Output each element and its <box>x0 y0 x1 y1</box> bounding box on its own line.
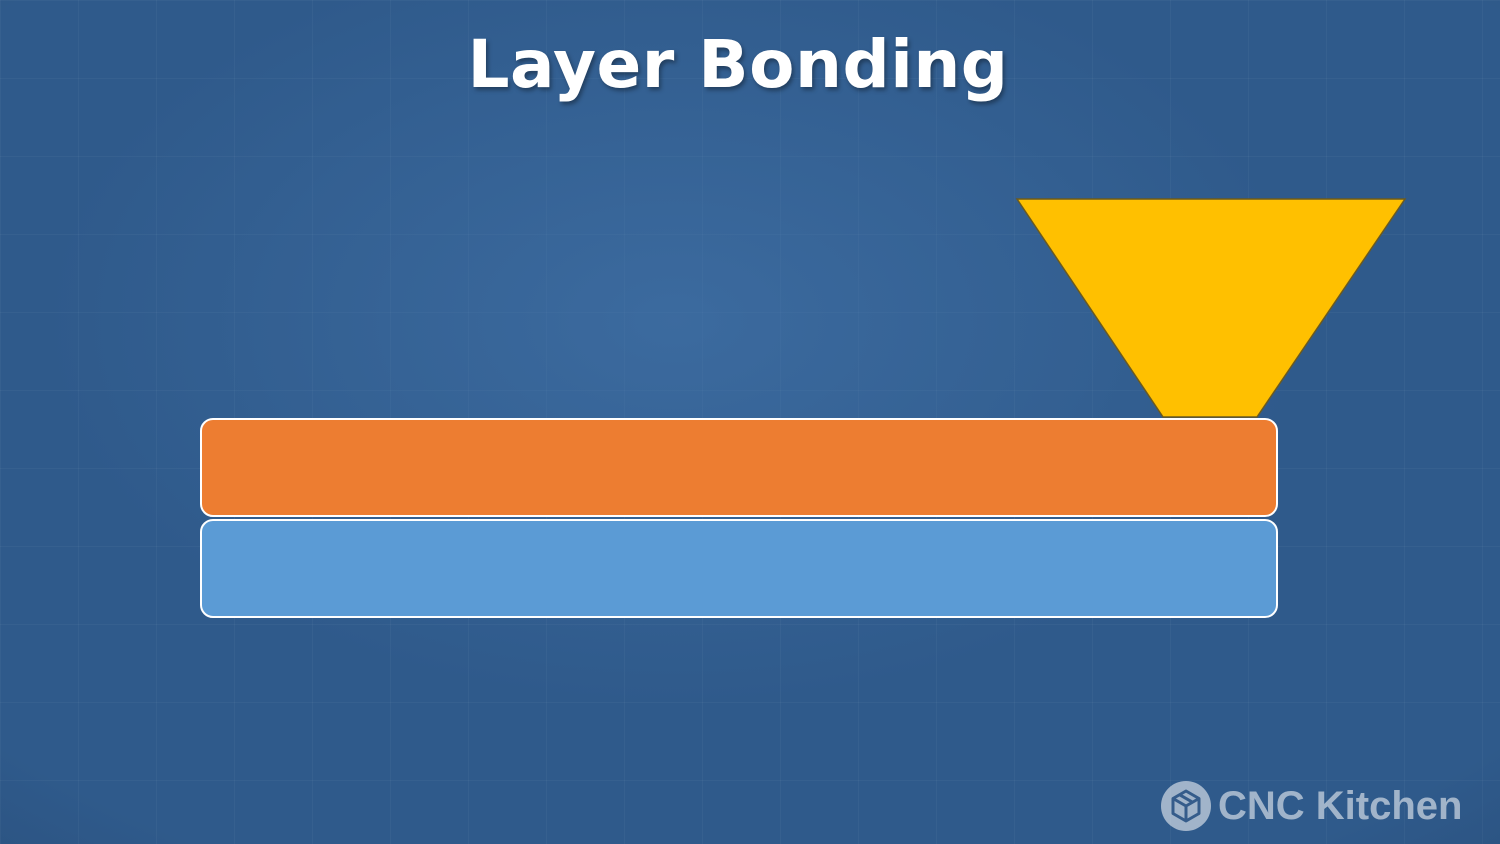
brand-name: CNC Kitchen <box>1218 783 1463 828</box>
nozzle-shape <box>1015 198 1407 418</box>
cnc-kitchen-logo-icon <box>1161 781 1211 831</box>
bottom-layer <box>200 519 1278 618</box>
brand-watermark: CNC Kitchen <box>1160 778 1462 834</box>
top-layer <box>200 418 1278 517</box>
slide-title: Layer Bonding <box>467 26 1009 103</box>
